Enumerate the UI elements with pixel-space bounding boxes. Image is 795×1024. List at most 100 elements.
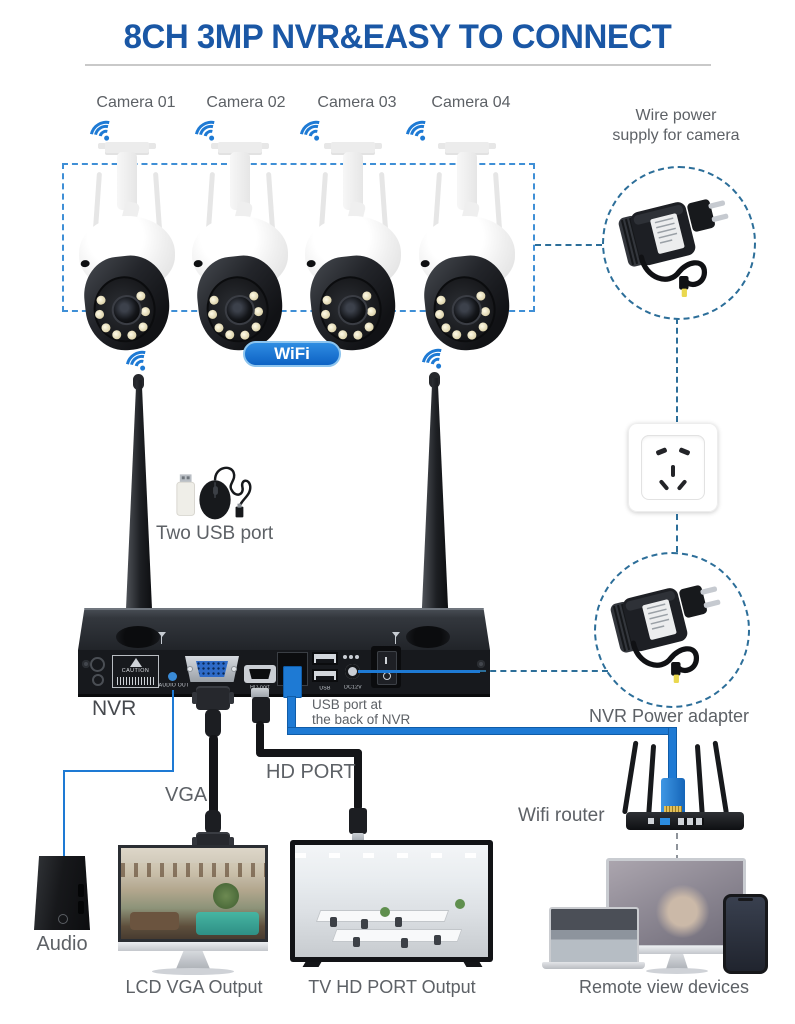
- wire-power-label: Wire power supply for camera: [612, 107, 740, 144]
- ethernet-plug: [283, 666, 302, 698]
- vga-cable-label: VGA: [165, 784, 208, 806]
- ptz-camera-2: [185, 140, 295, 355]
- lcd-output-label: LCD VGA Output: [125, 977, 263, 997]
- dc-power-jack: [345, 664, 360, 679]
- lock-icon: [92, 674, 104, 686]
- camera-label-1: Camera 01: [96, 94, 176, 111]
- tv-foot: [463, 962, 483, 967]
- dc-power-dashed-line: [480, 670, 608, 672]
- audio-out-port: [168, 672, 177, 681]
- nvr-top-edge: [84, 608, 484, 610]
- antenna-mount: [116, 626, 160, 648]
- caution-barcode: [117, 677, 154, 685]
- usb-port-label: USB: [319, 686, 331, 692]
- hd-port-cable-label: HD PORT: [266, 761, 356, 783]
- vga-thumbscrew: [229, 837, 234, 849]
- adapter-to-socket-line: [676, 318, 678, 422]
- router-antenna: [622, 740, 639, 815]
- audio-cable: [172, 690, 174, 772]
- nvr-power-adapter-label: NVR Power adapter: [588, 706, 750, 726]
- camera-face: [203, 273, 272, 346]
- hdmi-cable: [256, 721, 264, 755]
- screen-scene: [295, 845, 488, 957]
- two-usb-port-label: Two USB port: [156, 523, 274, 544]
- dc-power-cable: [358, 670, 480, 673]
- hdmi-cable: [256, 749, 362, 757]
- socket-to-nvr-adapter-line: [676, 514, 678, 552]
- vga-thumbscrew: [192, 837, 197, 849]
- hdmi-plug-tip: [352, 833, 364, 843]
- monitor-chin: [606, 946, 746, 954]
- monitor-base: [646, 968, 708, 974]
- screw-icon: [477, 660, 485, 668]
- antenna-mount: [406, 626, 450, 648]
- wifi-router: [626, 812, 744, 830]
- remote-view-label: Remote view devices: [578, 977, 750, 997]
- camera-label-3: Camera 03: [317, 94, 397, 111]
- usb-back-note: USB port at the back of NVR: [312, 697, 411, 727]
- caution-label: CAUTION: [112, 655, 159, 688]
- screw-icon: [231, 666, 237, 672]
- audio-out-port-label: AUDIO OUT: [158, 683, 190, 689]
- antenna-symbol-icon: [158, 632, 166, 644]
- usb-dongle-and-mouse: [172, 460, 260, 522]
- camera-label-2: Camera 02: [206, 94, 286, 111]
- tv-output-label: TV HD PORT Output: [308, 977, 476, 997]
- vga-connector-boot: [205, 709, 221, 737]
- antenna-symbol-icon: [392, 632, 400, 644]
- remote-phone: [723, 894, 768, 974]
- ptz-camera-4: [412, 140, 522, 355]
- dc12v-label: DC12V: [344, 685, 362, 691]
- tv: [290, 840, 493, 962]
- monitor-stand: [666, 954, 688, 969]
- nvr-power-adapter: [606, 574, 732, 684]
- router-antenna: [646, 744, 657, 819]
- camera-power-adapter: [614, 188, 740, 298]
- nvr-antenna-right: [421, 378, 449, 618]
- screw-icon: [187, 666, 193, 672]
- ethernet-cable: [287, 727, 677, 735]
- vga-connector: [196, 686, 230, 710]
- camera-face: [430, 273, 499, 346]
- screen-scene: [121, 862, 265, 878]
- nvr-power-adapter-circle: [594, 552, 750, 708]
- audio-cable: [63, 770, 65, 858]
- rj45-connector: [661, 778, 685, 815]
- power-switch-rocker: [377, 651, 397, 685]
- title-underline: [85, 64, 711, 66]
- hdmi-connector: [349, 808, 367, 834]
- vga-connector-boot: [205, 810, 221, 834]
- monitor-base: [152, 968, 234, 975]
- warning-triangle-icon: [130, 658, 142, 667]
- wifi-badge: WiFi: [243, 341, 341, 367]
- ethernet-cable: [287, 696, 296, 730]
- hdmi-connector: [252, 697, 270, 723]
- hdmi-port-label: HD-port: [243, 685, 277, 690]
- usb-port-1: [312, 652, 338, 665]
- speaker: [34, 856, 90, 930]
- hdmi-port-slot: [249, 669, 271, 679]
- ptz-camera-1: [72, 140, 182, 355]
- camera-label-4: Camera 04: [431, 94, 511, 111]
- audio-cable: [63, 770, 174, 772]
- vga-port-pins: [196, 661, 228, 677]
- wall-socket: [628, 423, 718, 512]
- wifi-router-label: Wifi router: [518, 805, 605, 826]
- nvr-label: NVR: [92, 697, 137, 720]
- audio-label: Audio: [36, 933, 88, 955]
- router-to-devices-line: [676, 833, 678, 861]
- monitor-stand: [176, 951, 210, 969]
- vga-thumbscrew: [229, 692, 234, 704]
- router-antenna: [694, 744, 705, 819]
- camera-to-adapter-line: [535, 244, 602, 246]
- emblem-icon: [90, 657, 105, 672]
- ptz-camera-3: [298, 140, 408, 355]
- page-title: 8CH 3MP NVR&EASY TO CONNECT: [123, 18, 672, 56]
- screw-icon: [82, 660, 90, 668]
- lcd-monitor: [118, 845, 268, 942]
- laptop-base: [542, 962, 645, 969]
- hdmi-plug-tip: [251, 688, 269, 698]
- camera-face: [316, 273, 385, 346]
- camera-power-adapter-circle: [602, 166, 756, 320]
- vga-cable: [209, 735, 218, 815]
